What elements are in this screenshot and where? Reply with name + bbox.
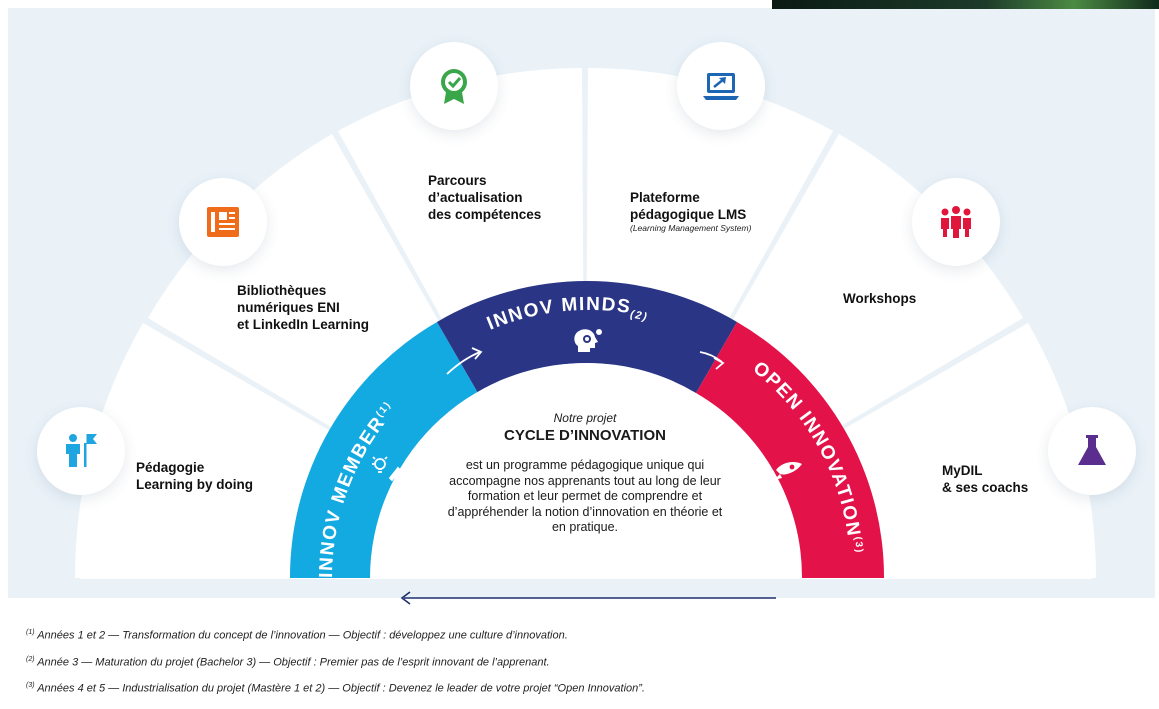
icon-circle-bibliotheques — [179, 178, 267, 266]
ring-innov-member — [289, 322, 478, 578]
arrow-member-to-minds — [446, 351, 481, 375]
footnote-1: (1) Années 1 et 2 — Transformation du co… — [26, 629, 568, 642]
footnote-3: (3) Années 4 et 5 — Industrialisation du… — [26, 682, 645, 695]
segment-label-parcours: Parcours d’actualisation des compétences — [428, 173, 542, 222]
segment-label-mydil: MyDIL & ses coachs — [942, 463, 1029, 495]
group-people-icon — [941, 206, 971, 238]
center-title: CYCLE D’INNOVATION — [504, 427, 666, 444]
flask-icon — [1078, 435, 1106, 465]
segment-label-plateforme: Plateforme pédagogique LMS (Learning Man… — [630, 172, 751, 251]
return-arrow — [400, 591, 776, 605]
cycle-description: Notre projet CYCLE D’INNOVATION est un p… — [440, 410, 730, 536]
lightbulb-rocket-icon — [372, 456, 402, 482]
cycle-arrows — [446, 347, 725, 375]
head-gear-icon — [574, 329, 602, 352]
photo-corner — [772, 0, 1159, 9]
icon-circle-plateforme — [677, 42, 765, 130]
laptop-chart-icon — [703, 73, 739, 100]
training-flag-icon — [66, 434, 97, 467]
rocket-icon — [774, 462, 802, 480]
segment-label-bibliotheques: Bibliothèques numériques ENI et LinkedIn… — [237, 283, 370, 332]
plateforme-title: Plateforme pédagogique LMS — [630, 190, 747, 222]
icon-circle-pedagogie — [37, 407, 125, 495]
footnotes: (1) Années 1 et 2 — Transformation du co… — [26, 626, 1126, 706]
segment-label-workshops: Workshops — [843, 291, 917, 306]
certificate-badge-icon — [441, 69, 467, 104]
newspaper-icon — [207, 207, 239, 237]
icon-circle-workshops — [912, 178, 1000, 266]
icon-circle-parcours — [410, 42, 498, 130]
center-description: est un programme pédagogique unique qui … — [447, 458, 723, 534]
segment-label-pedagogie: Pédagogie Learning by doing — [136, 460, 253, 492]
footnote-2: (2) Année 3 — Maturation du projet (Bach… — [26, 655, 550, 669]
ring-open-innovation — [696, 322, 885, 578]
innovation-ring: INNOV MEMBER(1) INNOV MINDS(2) OPEN INNO… — [289, 281, 885, 578]
plateforme-subtitle: (Learning Management System) — [630, 223, 752, 233]
icon-circle-mydil — [1048, 407, 1136, 495]
center-kicker: Notre projet — [553, 411, 617, 425]
